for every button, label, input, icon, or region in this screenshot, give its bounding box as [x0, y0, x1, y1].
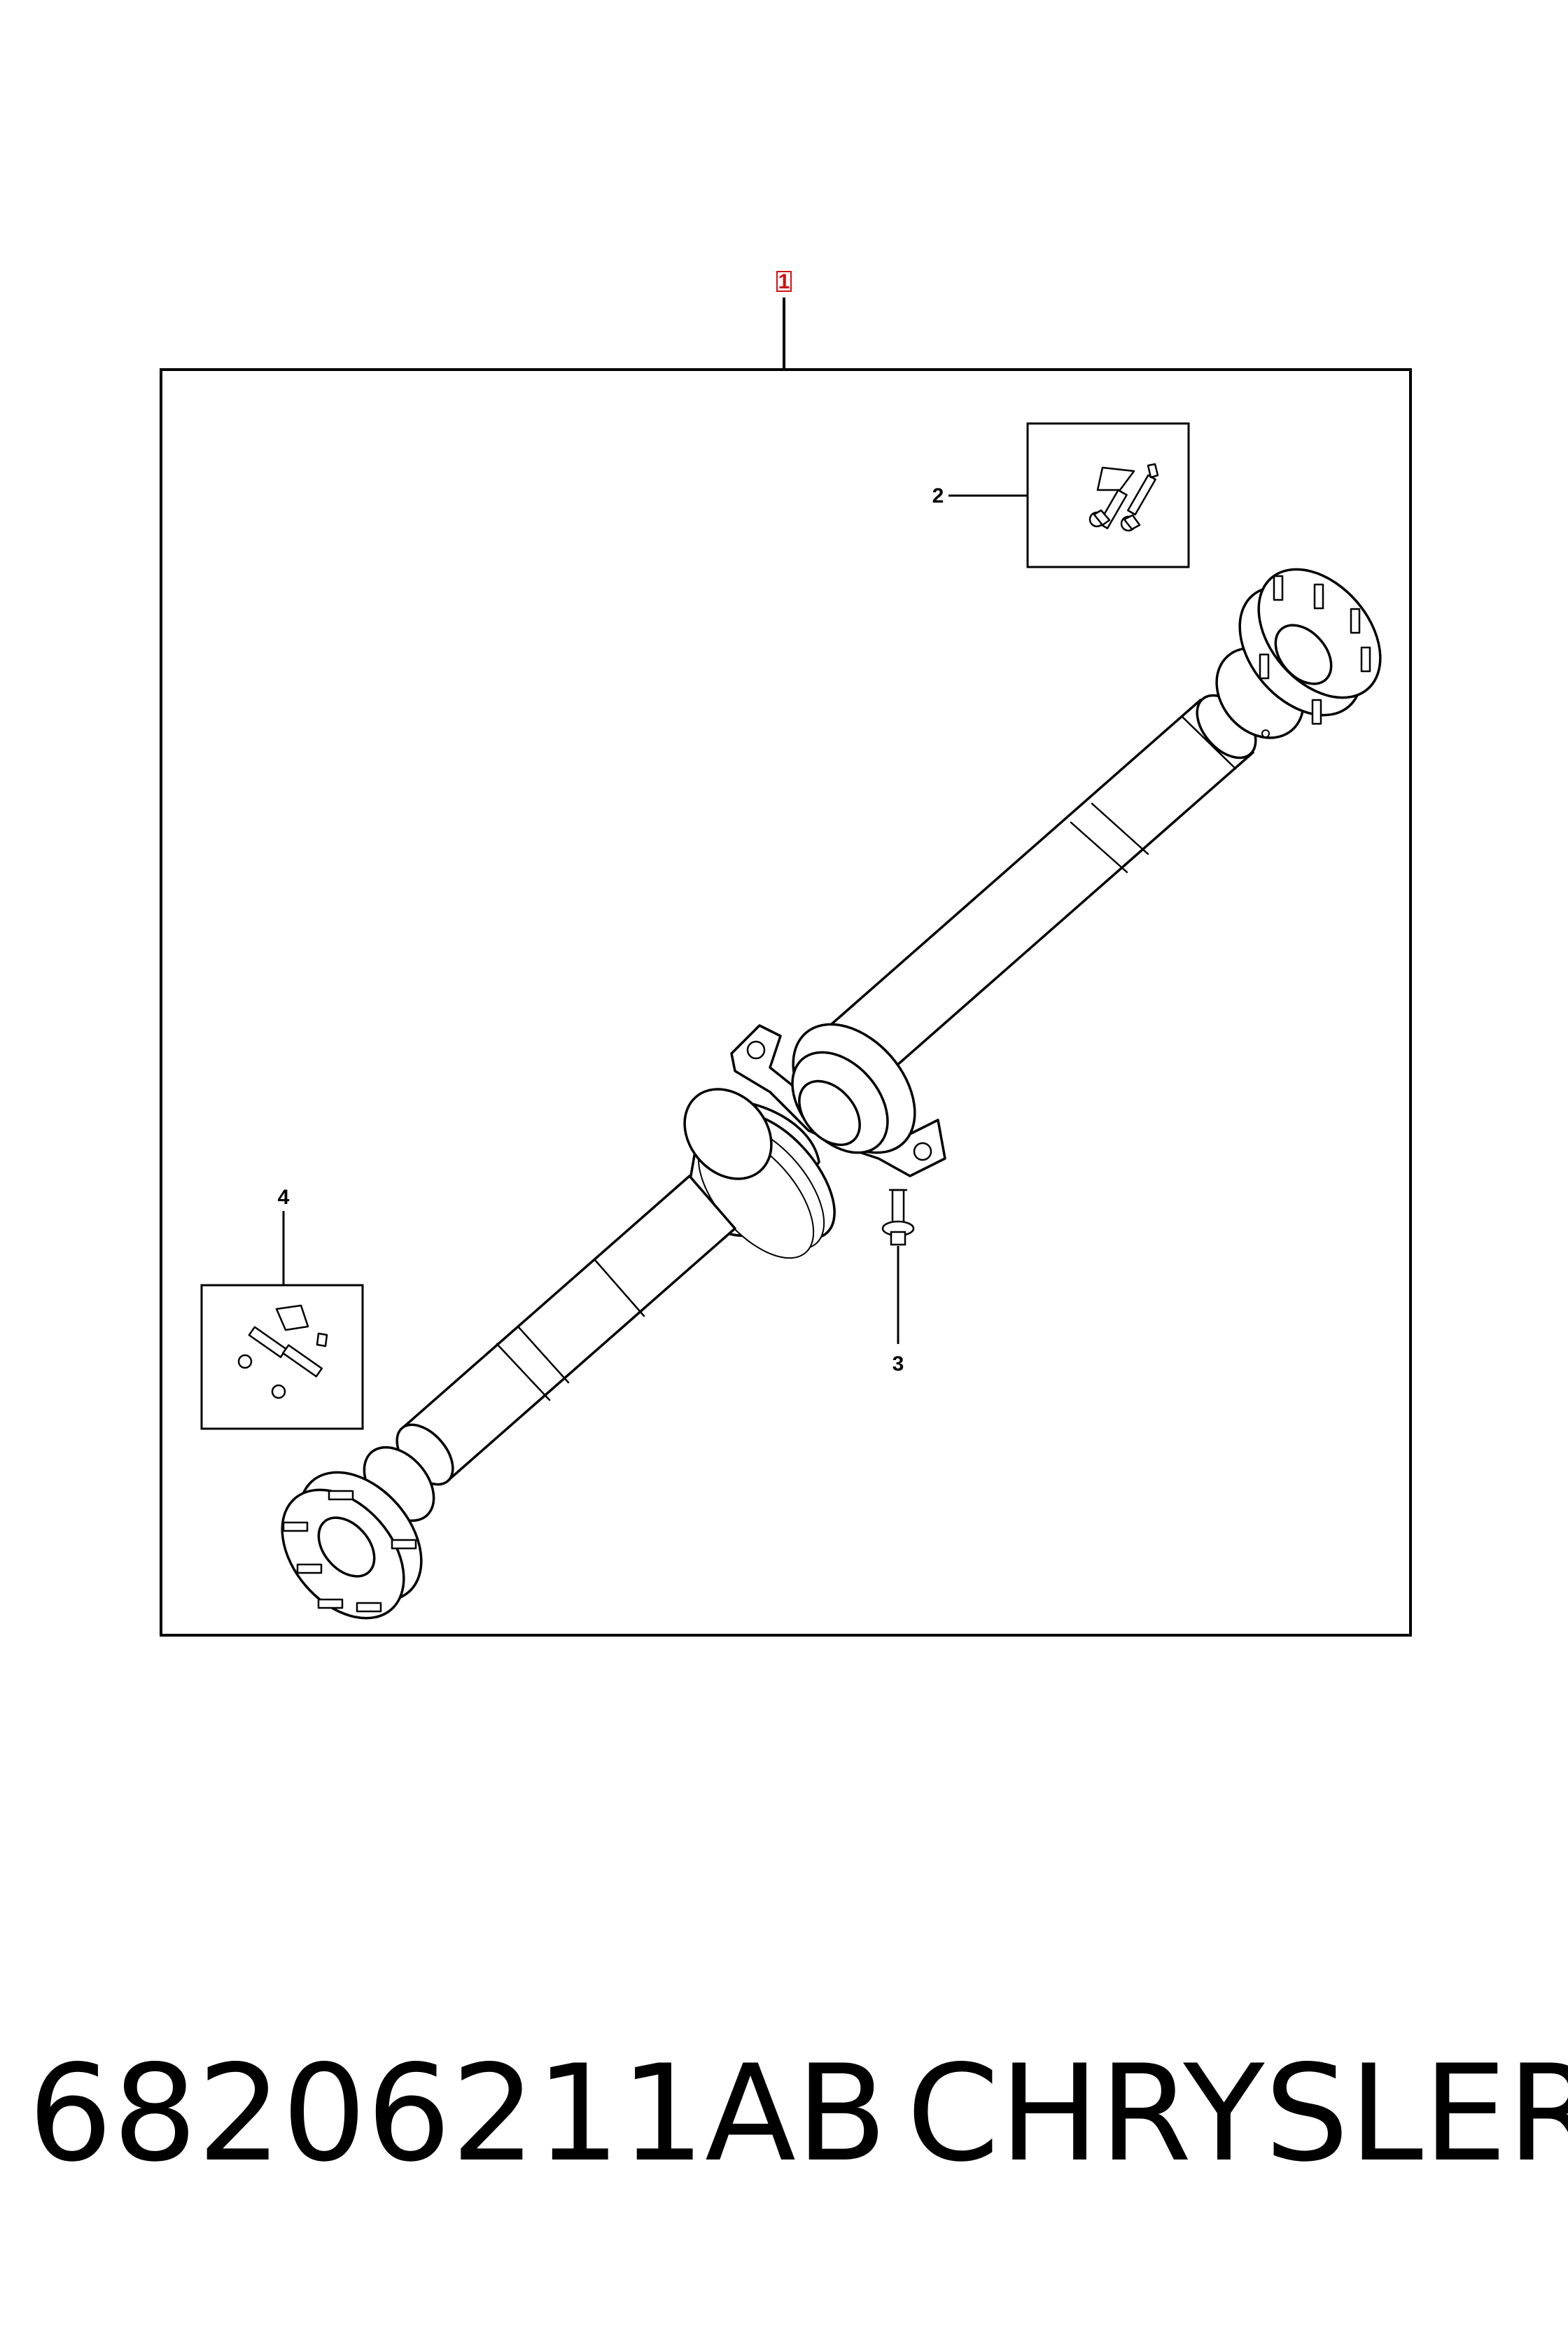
flange-bolts-rear [1259, 575, 1371, 725]
flange-bolts-front [282, 1490, 417, 1613]
part-number: 68206211AB [28, 2036, 888, 2191]
assembly-frame [160, 368, 1412, 1637]
flange-bolt-icon [1088, 463, 1159, 532]
bolt-kit-box-lower [200, 1284, 364, 1430]
callout-1-label: 1 [778, 270, 790, 293]
callout-3-label: 3 [892, 1352, 904, 1376]
center-bearing-icon [730, 1023, 946, 1177]
drive-shaft-icon [281, 568, 1382, 1620]
footer: 68206211AB CHRYSLER [28, 2036, 1568, 2191]
callout-2[interactable]: 2 [932, 484, 1028, 507]
flange-bolt-icon [237, 1304, 328, 1399]
callout-4[interactable]: 4 [278, 1186, 290, 1285]
mount-bolt-icon [881, 1189, 915, 1246]
callout-3[interactable]: 3 [892, 1246, 904, 1376]
brand-name: CHRYSLER [906, 2036, 1568, 2191]
bolt-kit-box-upper [1026, 422, 1190, 568]
callout-1[interactable]: 1 [776, 270, 792, 370]
callout-2-label: 2 [932, 484, 944, 507]
callout-4-label: 4 [278, 1186, 290, 1209]
